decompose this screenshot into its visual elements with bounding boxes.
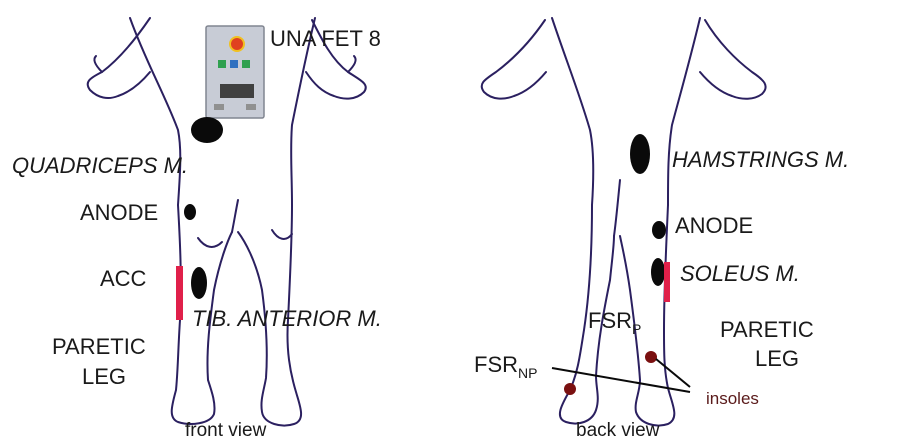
fsr-p-main: FSR <box>588 308 632 333</box>
fsr-np-subscript: NP <box>518 365 537 381</box>
soleus-red-sensor <box>664 262 670 302</box>
fsr-p-subscript: P <box>632 321 641 337</box>
quadriceps-label: QUADRICEPS M. <box>12 155 188 177</box>
fsr-p-label: FSRP <box>588 310 641 332</box>
acc-sensor <box>176 266 183 320</box>
fsr-np-label: FSRNP <box>474 354 537 376</box>
tib-anterior-electrode <box>191 267 207 299</box>
tib-anterior-label: TIB. ANTERIOR M. <box>192 308 382 330</box>
fsr-np-main: FSR <box>474 352 518 377</box>
fsr-p-dot <box>645 351 657 363</box>
back-view-caption: back view <box>576 421 659 440</box>
insoles-label: insoles <box>706 390 759 407</box>
paretic-front-label-1: PARETIC <box>52 336 146 358</box>
back-anode-label: ANODE <box>675 215 753 237</box>
paretic-back-label-1: PARETIC <box>720 319 814 341</box>
acc-label: ACC <box>100 268 146 290</box>
stimulator-device <box>206 26 264 118</box>
paretic-front-label-2: LEG <box>82 366 126 388</box>
paretic-back-label-2: LEG <box>755 348 799 370</box>
back-anode-electrode <box>652 221 666 239</box>
hamstrings-label: HAMSTRINGS M. <box>672 149 849 171</box>
quadriceps-electrode <box>191 117 223 143</box>
hamstrings-electrode <box>630 134 650 174</box>
insoles-pointer-upper <box>656 359 690 387</box>
soleus-electrode <box>651 258 665 286</box>
fsr-np-dot <box>564 383 576 395</box>
device-label: UNA FET 8 <box>270 28 381 50</box>
front-anode-electrode <box>184 204 196 220</box>
front-view-caption: front view <box>185 421 266 440</box>
soleus-label: SOLEUS M. <box>680 263 800 285</box>
front-anode-label: ANODE <box>80 202 158 224</box>
